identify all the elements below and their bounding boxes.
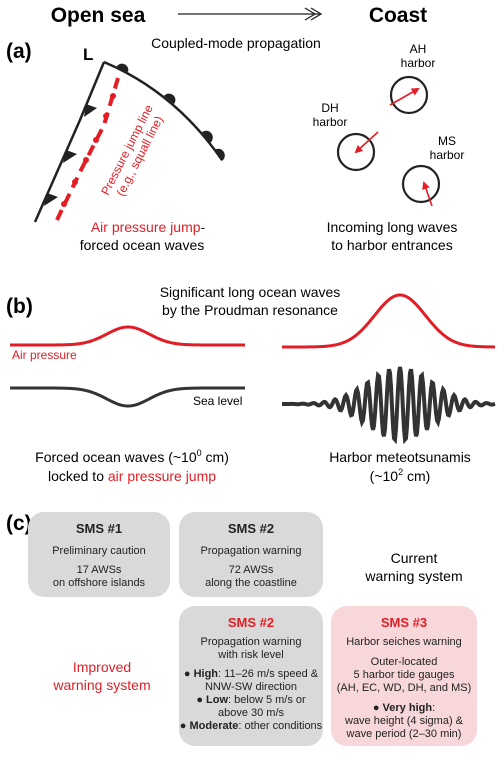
header-open-sea: Open sea	[51, 4, 146, 27]
air-pressure-curve	[10, 325, 245, 347]
panel-a-label: (a)	[6, 40, 32, 63]
sms3-line6: wave period (2–30 min)	[346, 728, 462, 740]
sms1-line1: Preliminary caution	[52, 545, 146, 557]
sms2b-line2: with risk level	[218, 649, 284, 661]
panel-b-label: (b)	[6, 295, 33, 318]
moderate-label: Moderate	[189, 720, 239, 732]
forced-caption-red: Air pressure jump	[91, 219, 201, 235]
harbor-ms: MS harbor	[401, 134, 465, 207]
sea-level-label: Sea level	[193, 394, 242, 408]
front-lines	[33, 60, 225, 223]
meteotsunami-caption-1: Harbor meteotsunamis	[329, 449, 471, 465]
low-rest: : below 5 m/s or	[228, 694, 306, 706]
forced-b-1-text: Forced ocean waves (~10	[35, 449, 197, 465]
sms2b-bullet-high: ● High: 11–26 m/s speed &	[183, 668, 319, 680]
sms2-line2: 72 AWSs	[228, 564, 274, 576]
incoming-waves-caption-1: Incoming long waves	[327, 219, 458, 235]
jump-line-label: Pressure jump line (e.g., squall line)	[98, 102, 166, 198]
meteotsunami-caption-2: (~102 cm)	[370, 467, 431, 484]
sms3-line2: Outer-located	[370, 656, 438, 668]
harbor-ah-label: harbor	[401, 56, 436, 70]
sms1-line3: on offshore islands	[52, 577, 146, 589]
sms2-title: SMS #2	[227, 521, 275, 536]
forced-waves-caption-2: forced ocean waves	[80, 237, 205, 253]
sms2b-bullet-low: ● Low: below 5 m/s or	[196, 694, 306, 706]
sms3-title: SMS #3	[380, 615, 428, 630]
sms3-bullet: ● Very high:	[372, 702, 436, 714]
sms2-line3: along the coastline	[205, 577, 297, 589]
header-coast: Coast	[369, 4, 427, 27]
sms3-line3: 5 harbor tide gauges	[353, 669, 455, 681]
air-pressure-label: Air pressure	[12, 348, 77, 362]
harbor-ah: AH harbor	[389, 42, 436, 115]
forced-waves-b-2: locked to air pressure jump	[48, 468, 216, 484]
sms2-current-box: SMS #2 Propagation warning 72 AWSs along…	[179, 512, 323, 597]
panel-b-title-2: by the Proudman resonance	[162, 302, 338, 318]
meteo-2-sup: 2	[398, 467, 403, 477]
incoming-waves-caption-2: to harbor entrances	[331, 237, 452, 253]
panel-c-label: (c)	[6, 512, 32, 535]
forced-b-2-black: locked to	[48, 468, 108, 484]
amplified-pressure-curve	[282, 293, 496, 349]
harbor-ah-name: AH	[410, 42, 427, 56]
sms2b-line1: Propagation warning	[200, 636, 302, 648]
sms1-line2: 17 AWSs	[76, 564, 122, 576]
moderate-rest: : other conditions	[238, 720, 323, 732]
sms2b-title: SMS #2	[227, 615, 275, 630]
improved-system-2: warning system	[52, 677, 150, 693]
sms3-line1: Harbor seiches warning	[346, 636, 462, 648]
panel-a-title: Coupled-mode propagation	[151, 35, 321, 51]
sms2b-bullet-low-2: above 30 m/s	[217, 707, 285, 719]
sms3-line4: (AH, EC, WD, DH, and MS)	[336, 682, 472, 694]
current-system-1: Current	[391, 550, 438, 566]
meteo-2-text: (~10	[370, 468, 399, 484]
forced-b-1-end: cm)	[202, 449, 229, 465]
very-high-label: Very high	[382, 702, 433, 714]
sms2b-bullet-moderate: ● Moderate: other conditions	[179, 720, 323, 732]
forced-b-2-red: air pressure jump	[108, 468, 216, 484]
pressure-jump-line	[54, 77, 120, 223]
harbor-dh-name: DH	[321, 101, 338, 115]
sms2-improved-box: SMS #2 Propagation warning with risk lev…	[179, 606, 323, 746]
very-high-rest: :	[432, 702, 436, 714]
forced-b-1-sup: 0	[197, 448, 202, 458]
harbor-ms-label: harbor	[430, 148, 465, 162]
forced-caption-dash: -	[201, 219, 206, 235]
sea-level-curve	[10, 386, 245, 408]
high-rest: : 11–26 m/s speed &	[218, 668, 319, 680]
harbor-dh-label: harbor	[313, 115, 348, 129]
sms3-box: SMS #3 Harbor seiches warning Outer-loca…	[331, 606, 477, 746]
improved-system-1: Improved	[73, 659, 131, 675]
low-label: Low	[206, 694, 229, 706]
forced-waves-caption-1: Air pressure jump-	[91, 219, 206, 235]
low-pressure-label: L	[83, 45, 93, 64]
header-arrow	[178, 7, 323, 21]
sms1-box: SMS #1 Preliminary caution 17 AWSs on of…	[28, 512, 170, 597]
harbor-ms-name: MS	[438, 134, 456, 148]
harbor-dh: DH harbor	[313, 101, 379, 172]
panel-b-title-1: Significant long ocean waves	[160, 284, 341, 300]
meteotsunami-wave-curve	[281, 366, 496, 445]
forced-waves-b-1: Forced ocean waves (~100 cm)	[35, 448, 229, 465]
sms1-title: SMS #1	[75, 521, 123, 536]
sms3-line5: wave height (4 sigma) &	[345, 715, 463, 727]
current-system-2: warning system	[364, 568, 462, 584]
meteo-2-end: cm)	[403, 468, 430, 484]
high-label: High	[193, 668, 219, 680]
sms2b-bullet-high-2: NNW-SW direction	[204, 681, 298, 693]
sms2-line1: Propagation warning	[200, 545, 302, 557]
